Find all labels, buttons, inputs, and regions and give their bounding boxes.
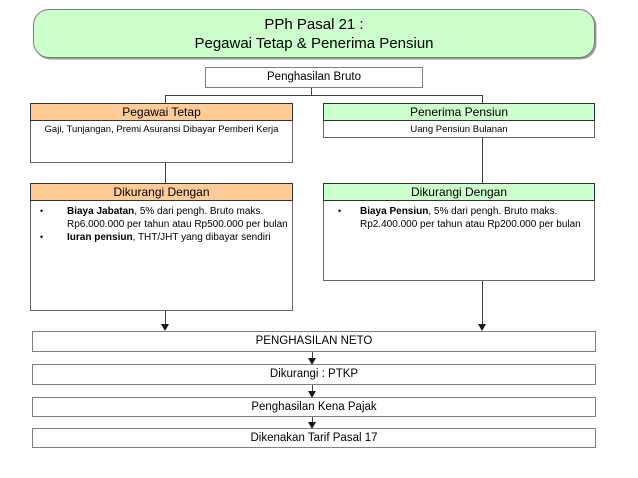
connector-bruto-stem (311, 88, 312, 95)
bullet-icon: • (40, 206, 44, 216)
deduction-item: • Biaya Pensiun, 5% dari pengh. Bruto ma… (324, 205, 594, 231)
arrow-down-icon (308, 422, 316, 429)
deduction-item: • Biaya Jabatan, 5% dari pengh. Bruto ma… (31, 205, 292, 231)
arrow-down-icon (478, 324, 486, 331)
connector-left-to-deduction (165, 163, 166, 183)
arrow-down-icon (161, 324, 169, 331)
bullet-icon: • (40, 232, 44, 242)
connector-ptkp-pkp (312, 385, 313, 392)
penghasilan-bruto-box: Penghasilan Bruto (205, 67, 423, 88)
deduction-text: Iuran pensiun, THT/JHT yang dibayar send… (67, 232, 271, 243)
pegawai-deduction-header: Dikurangi Dengan (30, 183, 293, 201)
bullet-icon: • (338, 206, 342, 216)
pegawai-tetap-header: Pegawai Tetap (30, 103, 293, 121)
pegawai-tetap-income-note: Gaji, Tunjangan, Premi Asuransi Dibayar … (30, 121, 293, 163)
deduction-text: Biaya Jabatan, 5% dari pengh. Bruto maks… (67, 206, 288, 230)
dikurangi-ptkp-box: Dikurangi : PTKP (32, 364, 596, 385)
deduction-text: Biaya Pensiun, 5% dari pengh. Bruto maks… (360, 206, 581, 230)
arrow-down-icon (308, 358, 316, 365)
connector-branch-left-drop (165, 95, 166, 103)
slide-title-line2: Pegawai Tetap & Penerima Pensiun (194, 35, 434, 52)
slide-title-line1: PPh Pasal 21 : (264, 16, 364, 33)
pegawai-deduction-body: • Biaya Jabatan, 5% dari pengh. Bruto ma… (30, 201, 293, 311)
arrow-down-icon (308, 391, 316, 398)
penerima-pensiun-income-note: Uang Pensiun Bulanan (323, 121, 595, 138)
connector-pkp-tarif (312, 417, 313, 423)
penghasilan-kena-pajak-box: Penghasilan Kena Pajak (32, 397, 596, 417)
connector-right-deduction-stem (482, 281, 483, 325)
pensiun-deduction-body: • Biaya Pensiun, 5% dari pengh. Bruto ma… (323, 201, 595, 281)
slide-title: PPh Pasal 21 : Pegawai Tetap & Penerima … (33, 9, 595, 58)
connector-left-deduction-stem (165, 311, 166, 325)
connector-neto-ptkp (312, 352, 313, 359)
penghasilan-neto-box: PENGHASILAN NETO (32, 331, 596, 352)
penerima-pensiun-header: Penerima Pensiun (323, 103, 595, 121)
connector-right-to-deduction (482, 138, 483, 183)
connector-branch-right-drop (482, 95, 483, 103)
connector-branch-horizontal (165, 95, 482, 96)
deduction-item: • Iuran pensiun, THT/JHT yang dibayar se… (31, 231, 292, 244)
tarif-pasal-17-box: Dikenakan Tarif Pasal 17 (32, 428, 596, 448)
pensiun-deduction-header: Dikurangi Dengan (323, 183, 595, 201)
